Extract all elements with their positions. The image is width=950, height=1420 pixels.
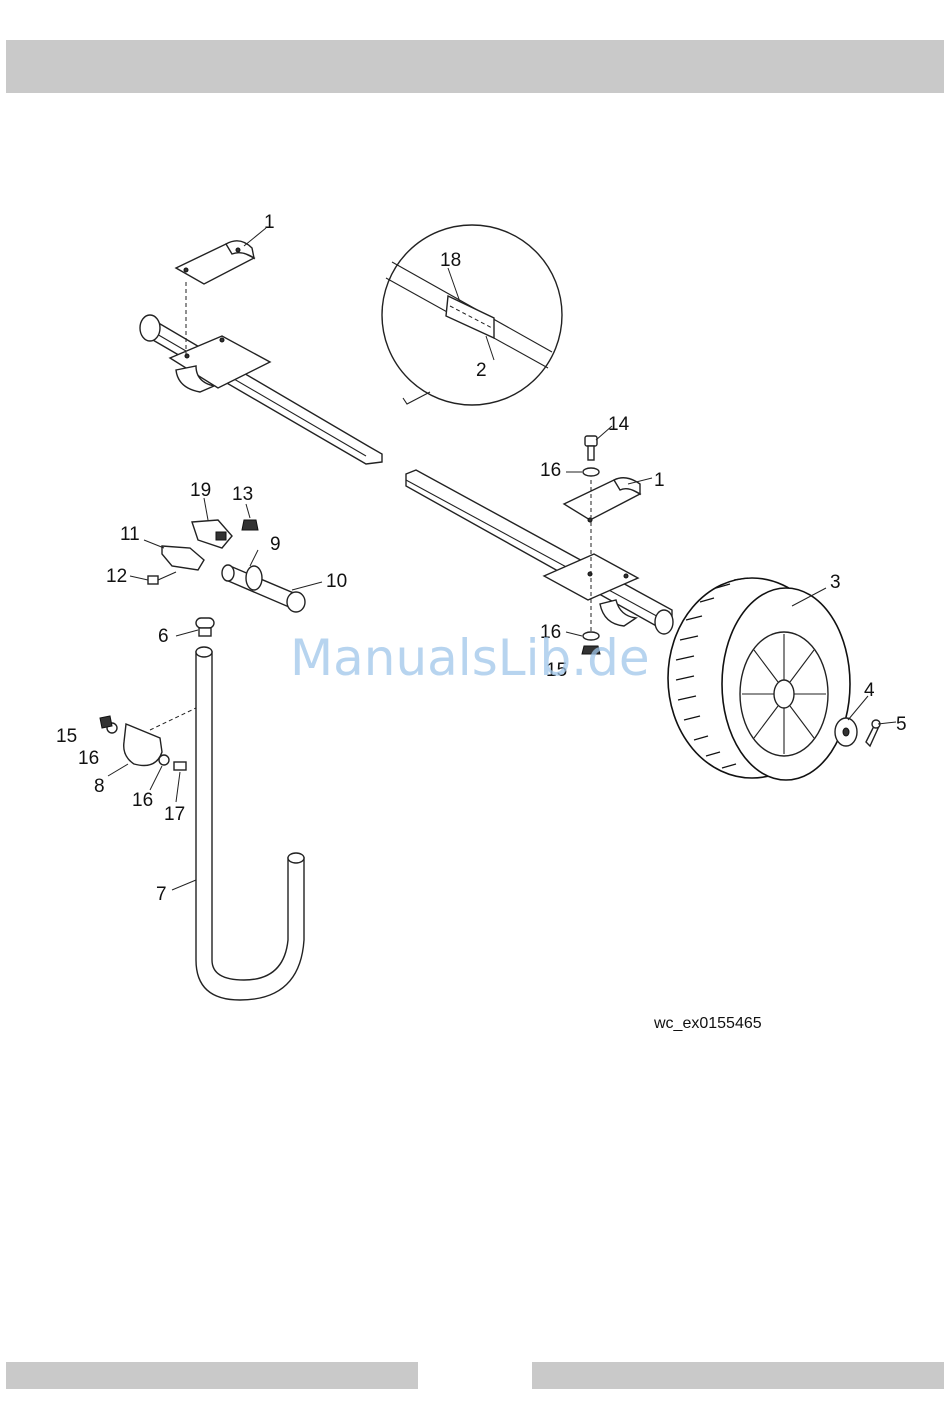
footer-band-left [6, 1362, 418, 1389]
collar-9 [246, 566, 262, 590]
callout-6: 6 [158, 626, 169, 647]
axle-left-half [140, 315, 382, 464]
grip-10 [222, 565, 305, 612]
callout-5: 5 [896, 714, 907, 735]
callout-10: 10 [326, 571, 347, 592]
callout-16-upper: 16 [540, 460, 561, 481]
callout-12: 12 [106, 566, 127, 587]
callout-1-upper: 1 [264, 212, 275, 233]
callout-3: 3 [830, 572, 841, 593]
clamp-11 [162, 546, 204, 570]
callout-11: 11 [120, 524, 140, 545]
header-band [6, 40, 944, 93]
callout-18: 18 [440, 250, 461, 271]
callout-19: 19 [190, 480, 211, 501]
washer-4 [835, 718, 857, 746]
callout-14: 14 [608, 414, 630, 435]
callout-8: 8 [94, 776, 105, 797]
callout-16-left: 16 [78, 748, 99, 769]
plug-6 [196, 618, 214, 636]
callout-7: 7 [156, 884, 167, 905]
callout-1-right: 1 [654, 470, 665, 491]
nut-13 [242, 520, 258, 530]
callout-16-lower: 16 [132, 790, 153, 811]
callout-17: 17 [164, 804, 185, 825]
handle-tube-7 [196, 647, 304, 1000]
screw-12 [148, 572, 176, 584]
clamp-19 [192, 520, 232, 548]
washer-16-top [583, 468, 599, 476]
bracket-8 [100, 716, 186, 770]
callout-4: 4 [864, 680, 875, 701]
watermark: ManualsLib.de [290, 629, 650, 687]
bolt-14 [585, 436, 597, 460]
figure-code: wc_ex0155465 [653, 1015, 762, 1032]
cotter-pin-5 [866, 720, 880, 746]
callout-9: 9 [270, 534, 281, 555]
bracket-clamp-right [564, 478, 640, 522]
exploded-parts-diagram: 1 1 2 3 4 5 6 7 8 9 10 11 12 13 14 15 15… [0, 180, 950, 1080]
callout-13: 13 [232, 484, 253, 505]
wheel-assembly [668, 578, 850, 780]
callout-15-left: 15 [56, 726, 77, 747]
callout-2: 2 [476, 360, 487, 381]
detail-magnifier [382, 225, 562, 405]
footer-band-right [532, 1362, 944, 1389]
bracket-clamp-left [176, 241, 254, 284]
